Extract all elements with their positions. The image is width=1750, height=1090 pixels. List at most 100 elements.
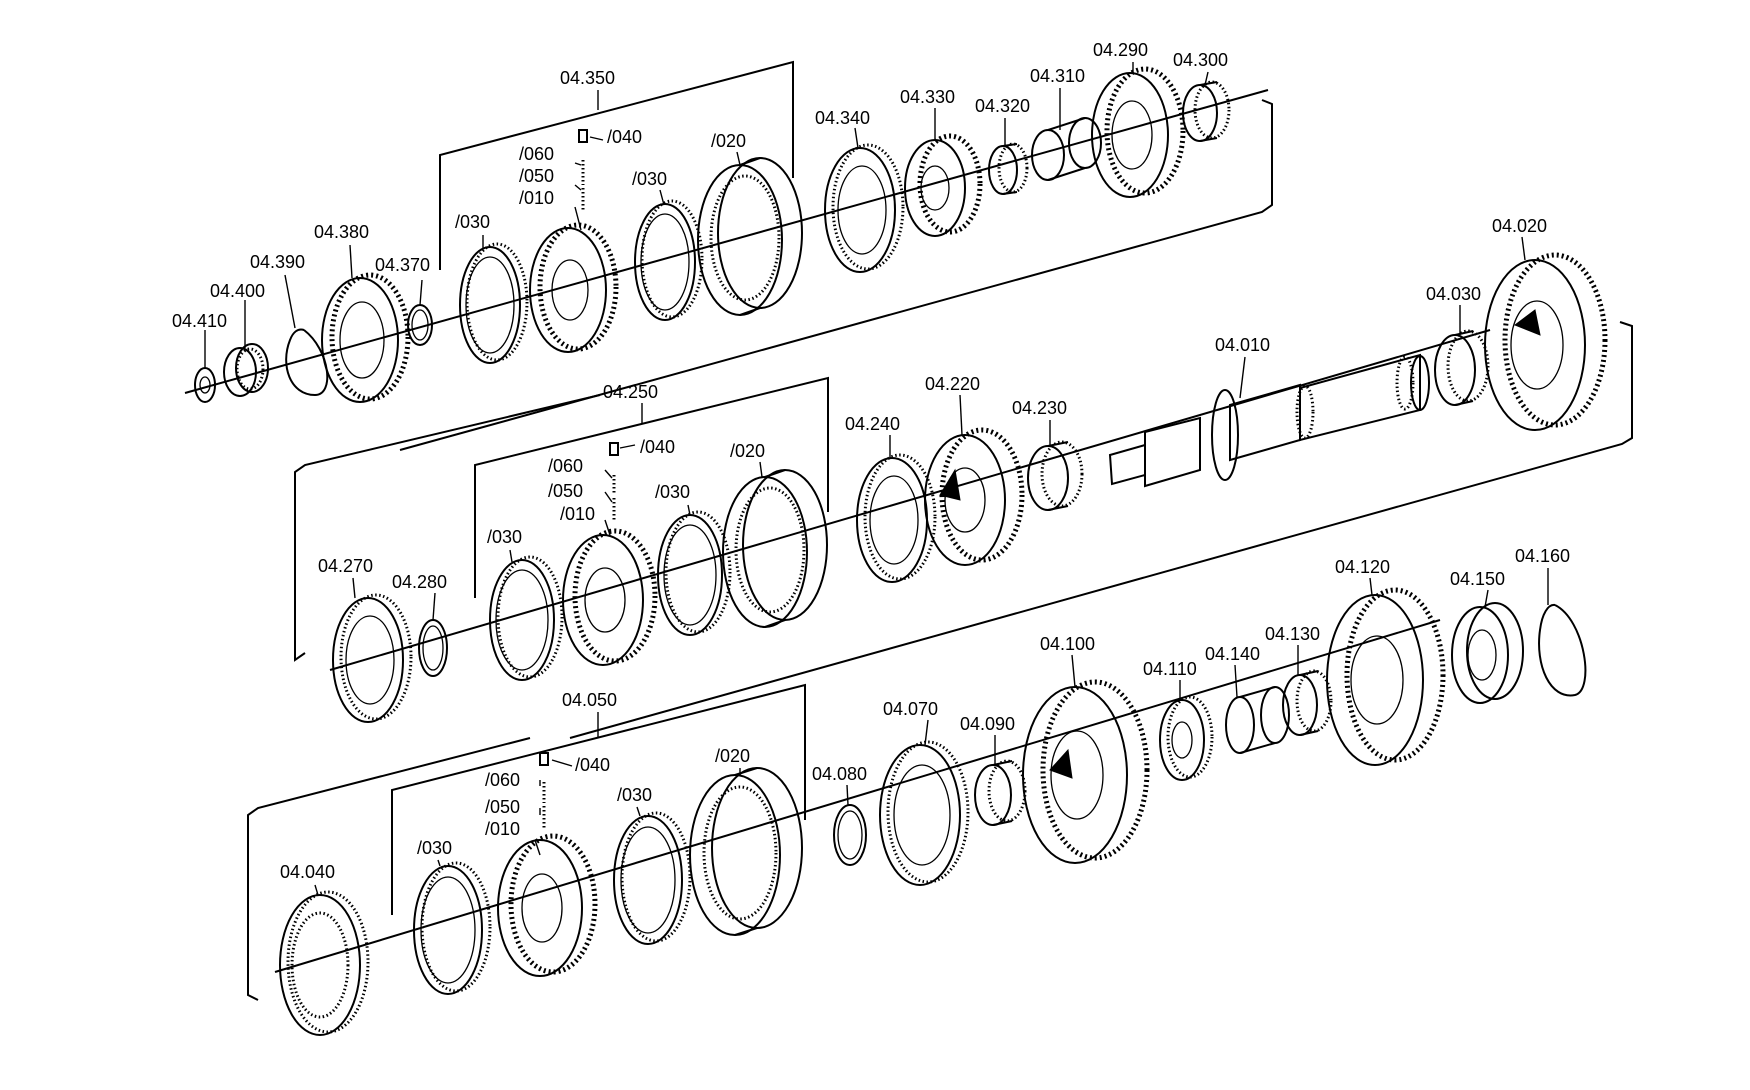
label-04-350-010: /010	[519, 188, 554, 208]
label-04-350-050: /050	[519, 166, 554, 186]
part-04-050-010-hub	[497, 833, 598, 977]
leader-lines	[204, 62, 1549, 896]
bracket-04-250	[474, 376, 829, 598]
label-04-350-060: /060	[519, 144, 554, 164]
part-04-140-bushing	[1225, 686, 1290, 754]
part-labels: 04.410 04.400 04.390 04.380 04.370 04.35…	[172, 40, 1570, 882]
part-04-330-gear	[904, 133, 983, 237]
part-04-250-010-hub	[562, 528, 658, 666]
part-04-220-gear	[924, 427, 1025, 566]
label-04-250-010: /010	[560, 504, 595, 524]
part-04-290-gear	[1091, 66, 1186, 198]
part-04-230-needle-bearing	[1027, 440, 1084, 511]
part-04-050-030a-synchro-ring	[413, 861, 492, 995]
label-04-330: 04.330	[900, 87, 955, 107]
part-04-120-gear	[1326, 587, 1446, 766]
part-04-160-snap-ring	[1538, 603, 1587, 697]
label-04-250-030b: /030	[655, 482, 690, 502]
part-04-350-020-sleeve	[697, 157, 803, 316]
part-04-380-gear	[321, 272, 411, 403]
label-04-350-030b: /030	[632, 169, 667, 189]
part-04-350-030b-synchro-ring	[634, 199, 704, 321]
part-04-250-detent-set	[609, 442, 619, 520]
label-04-230: 04.230	[1012, 398, 1067, 418]
part-04-010-main-shaft	[1108, 353, 1430, 488]
label-04-270: 04.270	[318, 556, 373, 576]
part-04-030-needle-bearing	[1434, 329, 1490, 406]
label-04-400: 04.400	[210, 281, 265, 301]
label-04-250-020: /020	[730, 441, 765, 461]
label-04-380: 04.380	[314, 222, 369, 242]
label-04-250-040: /040	[640, 437, 675, 457]
label-04-100: 04.100	[1040, 634, 1095, 654]
label-04-030: 04.030	[1426, 284, 1481, 304]
part-04-050-detent-set	[539, 752, 549, 830]
part-04-050-030b-synchro-ring	[613, 811, 692, 945]
label-04-320: 04.320	[975, 96, 1030, 116]
label-04-250-030a: /030	[487, 527, 522, 547]
label-04-250-060: /060	[548, 456, 583, 476]
label-04-090: 04.090	[960, 714, 1015, 734]
label-04-290: 04.290	[1093, 40, 1148, 60]
label-04-350-020: /020	[711, 131, 746, 151]
label-04-160: 04.160	[1515, 546, 1570, 566]
bracket-middle-return	[569, 321, 1633, 739]
middle-shaft-axis	[329, 329, 1491, 671]
part-04-090-needle-bearing	[974, 759, 1027, 826]
part-04-040-clutch-disc	[279, 890, 370, 1036]
label-04-080: 04.080	[812, 764, 867, 784]
label-04-350-030a: /030	[455, 212, 490, 232]
label-04-050-030b: /030	[617, 785, 652, 805]
bracket-upper-return	[399, 99, 1273, 451]
label-04-130: 04.130	[1265, 624, 1320, 644]
upper-shaft-axis	[184, 89, 1269, 394]
part-04-050-020-sleeve	[689, 767, 803, 936]
part-04-080-ring	[833, 804, 867, 866]
label-04-040: 04.040	[280, 862, 335, 882]
label-04-390: 04.390	[250, 252, 305, 272]
part-04-350-detent-set	[578, 129, 588, 210]
label-04-050-020: /020	[715, 746, 750, 766]
label-04-070: 04.070	[883, 699, 938, 719]
label-04-410: 04.410	[172, 311, 227, 331]
part-04-130-needle-bearing	[1282, 669, 1333, 736]
label-04-370: 04.370	[375, 255, 430, 275]
bracket-lower-frame	[247, 737, 531, 1001]
label-04-240: 04.240	[845, 414, 900, 434]
part-04-310-bushing	[1031, 117, 1102, 181]
part-04-250-030b-synchro-ring	[657, 510, 732, 636]
part-04-240-synchro-ring	[856, 453, 937, 583]
label-04-310: 04.310	[1030, 66, 1085, 86]
label-04-120: 04.120	[1335, 557, 1390, 577]
part-04-400-nut	[223, 343, 269, 397]
label-04-050: 04.050	[562, 690, 617, 710]
label-04-350: 04.350	[560, 68, 615, 88]
label-04-050-050: /050	[485, 797, 520, 817]
label-04-050-010: /010	[485, 819, 520, 839]
label-04-050-030a: /030	[417, 838, 452, 858]
part-04-340-synchro-ring	[824, 143, 905, 273]
bracket-middle-frame	[294, 394, 601, 662]
bracket-04-350	[439, 60, 794, 270]
part-04-020-gear	[1484, 252, 1608, 431]
label-04-250-050: /050	[548, 481, 583, 501]
label-04-350-040: /040	[607, 127, 642, 147]
label-04-050-040: /040	[575, 755, 610, 775]
lower-shaft-axis	[274, 619, 1441, 973]
label-04-010: 04.010	[1215, 335, 1270, 355]
part-04-070-synchro-ring	[879, 740, 970, 886]
part-04-250-020-sleeve	[722, 469, 828, 628]
part-04-270-synchro-ring	[332, 593, 413, 723]
label-04-150: 04.150	[1450, 569, 1505, 589]
part-04-150-ball-bearing	[1451, 602, 1524, 704]
label-04-020: 04.020	[1492, 216, 1547, 236]
label-04-300: 04.300	[1173, 50, 1228, 70]
label-04-110: 04.110	[1143, 659, 1197, 679]
part-04-250-030a-synchro-ring	[489, 555, 564, 681]
part-04-320-needle-bearing	[988, 142, 1029, 195]
part-04-350-010-hub	[529, 222, 619, 353]
label-04-050-060: /060	[485, 770, 520, 790]
part-04-110-gear	[1159, 695, 1214, 781]
part-04-100-gear	[1022, 679, 1150, 864]
